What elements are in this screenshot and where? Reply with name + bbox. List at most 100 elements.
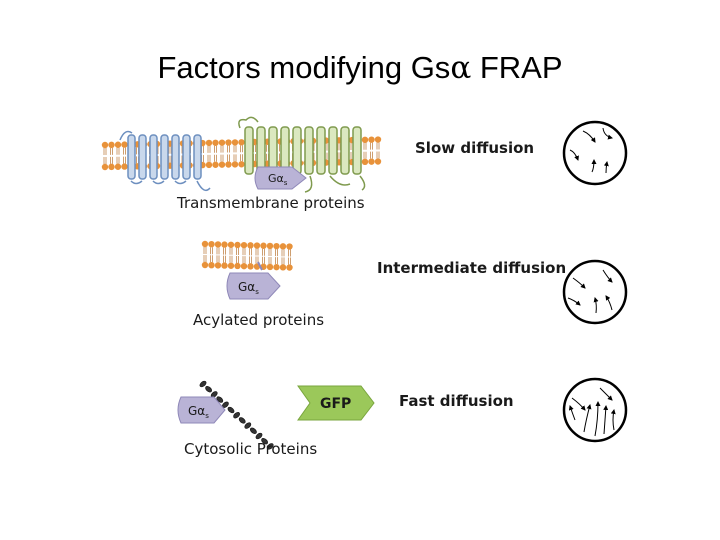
lipid-tail [240,145,243,153]
lipid-head [101,163,109,171]
lipid-tail [275,249,278,257]
cytoskeleton-filament [199,380,274,450]
filament-subunit [261,438,268,445]
lipid-tail [229,255,233,263]
lipid-head [368,158,375,165]
acylated-group: Gαs Acylated proteins Intermediate diffu… [193,240,628,329]
title-prefix: Factors modifying Gs [157,50,451,85]
lipid-head [114,163,122,170]
g-alpha-s-acylated: Gαs [226,261,281,300]
filament-subunit [216,396,224,403]
lipid-head [231,161,239,168]
lipid-head [234,262,241,270]
filament-subunit [233,412,240,419]
lipid-bilayer-2 [201,240,293,271]
lipid-tail [220,145,224,153]
blue-receptor [119,130,211,192]
lipid-head [214,241,222,248]
lipid-head [121,141,128,148]
lipid-tail [376,151,380,159]
title-alpha-symbol: α [450,50,472,86]
lipid-tail [201,155,204,163]
lipid-tail [281,249,285,257]
lipid-head [108,163,115,171]
lipid-head [368,136,375,143]
lipid-head [238,139,245,146]
svg-text:Gαs: Gαs [268,172,288,187]
g-alpha-s-transmembrane: Gαs [254,166,307,190]
lipid-head [212,161,219,168]
lipid-tail [207,145,211,153]
lipid-tail [116,156,120,164]
lipid-head [101,141,109,149]
lipid-tail [223,247,226,255]
lipid-head [205,139,213,147]
filament-subunit [266,443,274,450]
svg-text:Gαs: Gαs [188,404,209,420]
filament-subunit [205,386,212,393]
lipid-head [227,262,235,269]
acylated-label: Acylated proteins [193,311,324,329]
lipid-head [279,243,287,250]
lipid-tail [210,255,213,263]
cytosolic-label: Cytosolic Proteins [184,440,317,458]
lipid-head [221,241,228,248]
lipid-head [108,141,115,149]
lipid-tail [363,142,367,150]
lipid-head [218,161,226,168]
intermediate-diffusion-circle [562,259,628,325]
lipid-head [238,161,245,168]
lipid-tail [262,256,265,264]
lipid-head [208,261,215,269]
lipid-tail [203,247,207,254]
filament-subunit [255,432,263,440]
lipid-head [286,264,293,271]
lipid-head [231,139,239,146]
lipid-head [361,158,369,165]
lipid-head [247,242,254,249]
lipid-head [374,158,382,165]
lipid-tail [236,247,239,255]
lipid-tail [116,147,120,155]
g-alpha-s-cytosolic: Gαs [177,396,226,424]
slide-title: Factors modifying Gsα FRAP [0,50,720,86]
lipid-tail [376,142,380,150]
lipid-tail [233,145,237,153]
lipid-tail [227,154,230,162]
lipid-tail [136,156,139,164]
lipid-tail [103,148,107,155]
lipid-tail [168,146,172,154]
lipid-head [212,139,219,146]
lipid-tail [337,143,341,151]
slow-diffusion-circle [562,120,628,186]
lipid-head [253,242,261,249]
fast-diffusion-label: Fast diffusion [399,392,514,410]
lipid-tail [136,147,139,155]
gfp-label: GFP [320,396,351,412]
gfp-tag: GFP [297,385,375,421]
lipid-tail [214,145,217,153]
lipid-tail [268,256,272,264]
filament-subunit [238,417,246,424]
lipid-tail [370,151,373,159]
lipid-tail [201,146,204,154]
lipid-head [279,264,287,271]
transmembrane-group: Gαs Transmembrane proteins Slow diffusio… [101,116,628,212]
lipid-head [121,163,128,170]
lipid-tail [337,152,341,160]
lipid-head [218,139,226,146]
lipid-head [374,136,382,143]
lipid-head [286,243,293,250]
cytosolic-group: Gαs GFP Cytosolic Proteins Fast diffusio… [177,377,628,458]
lipid-head [205,161,213,169]
lipid-head [221,262,228,269]
lipid-tail [207,154,211,162]
lipid-head [225,139,232,146]
filament-subunit [199,380,207,388]
lipid-head [201,261,209,269]
lipid-tail [216,247,220,255]
lipid-tail [266,144,269,152]
lipid-tail [249,256,252,264]
